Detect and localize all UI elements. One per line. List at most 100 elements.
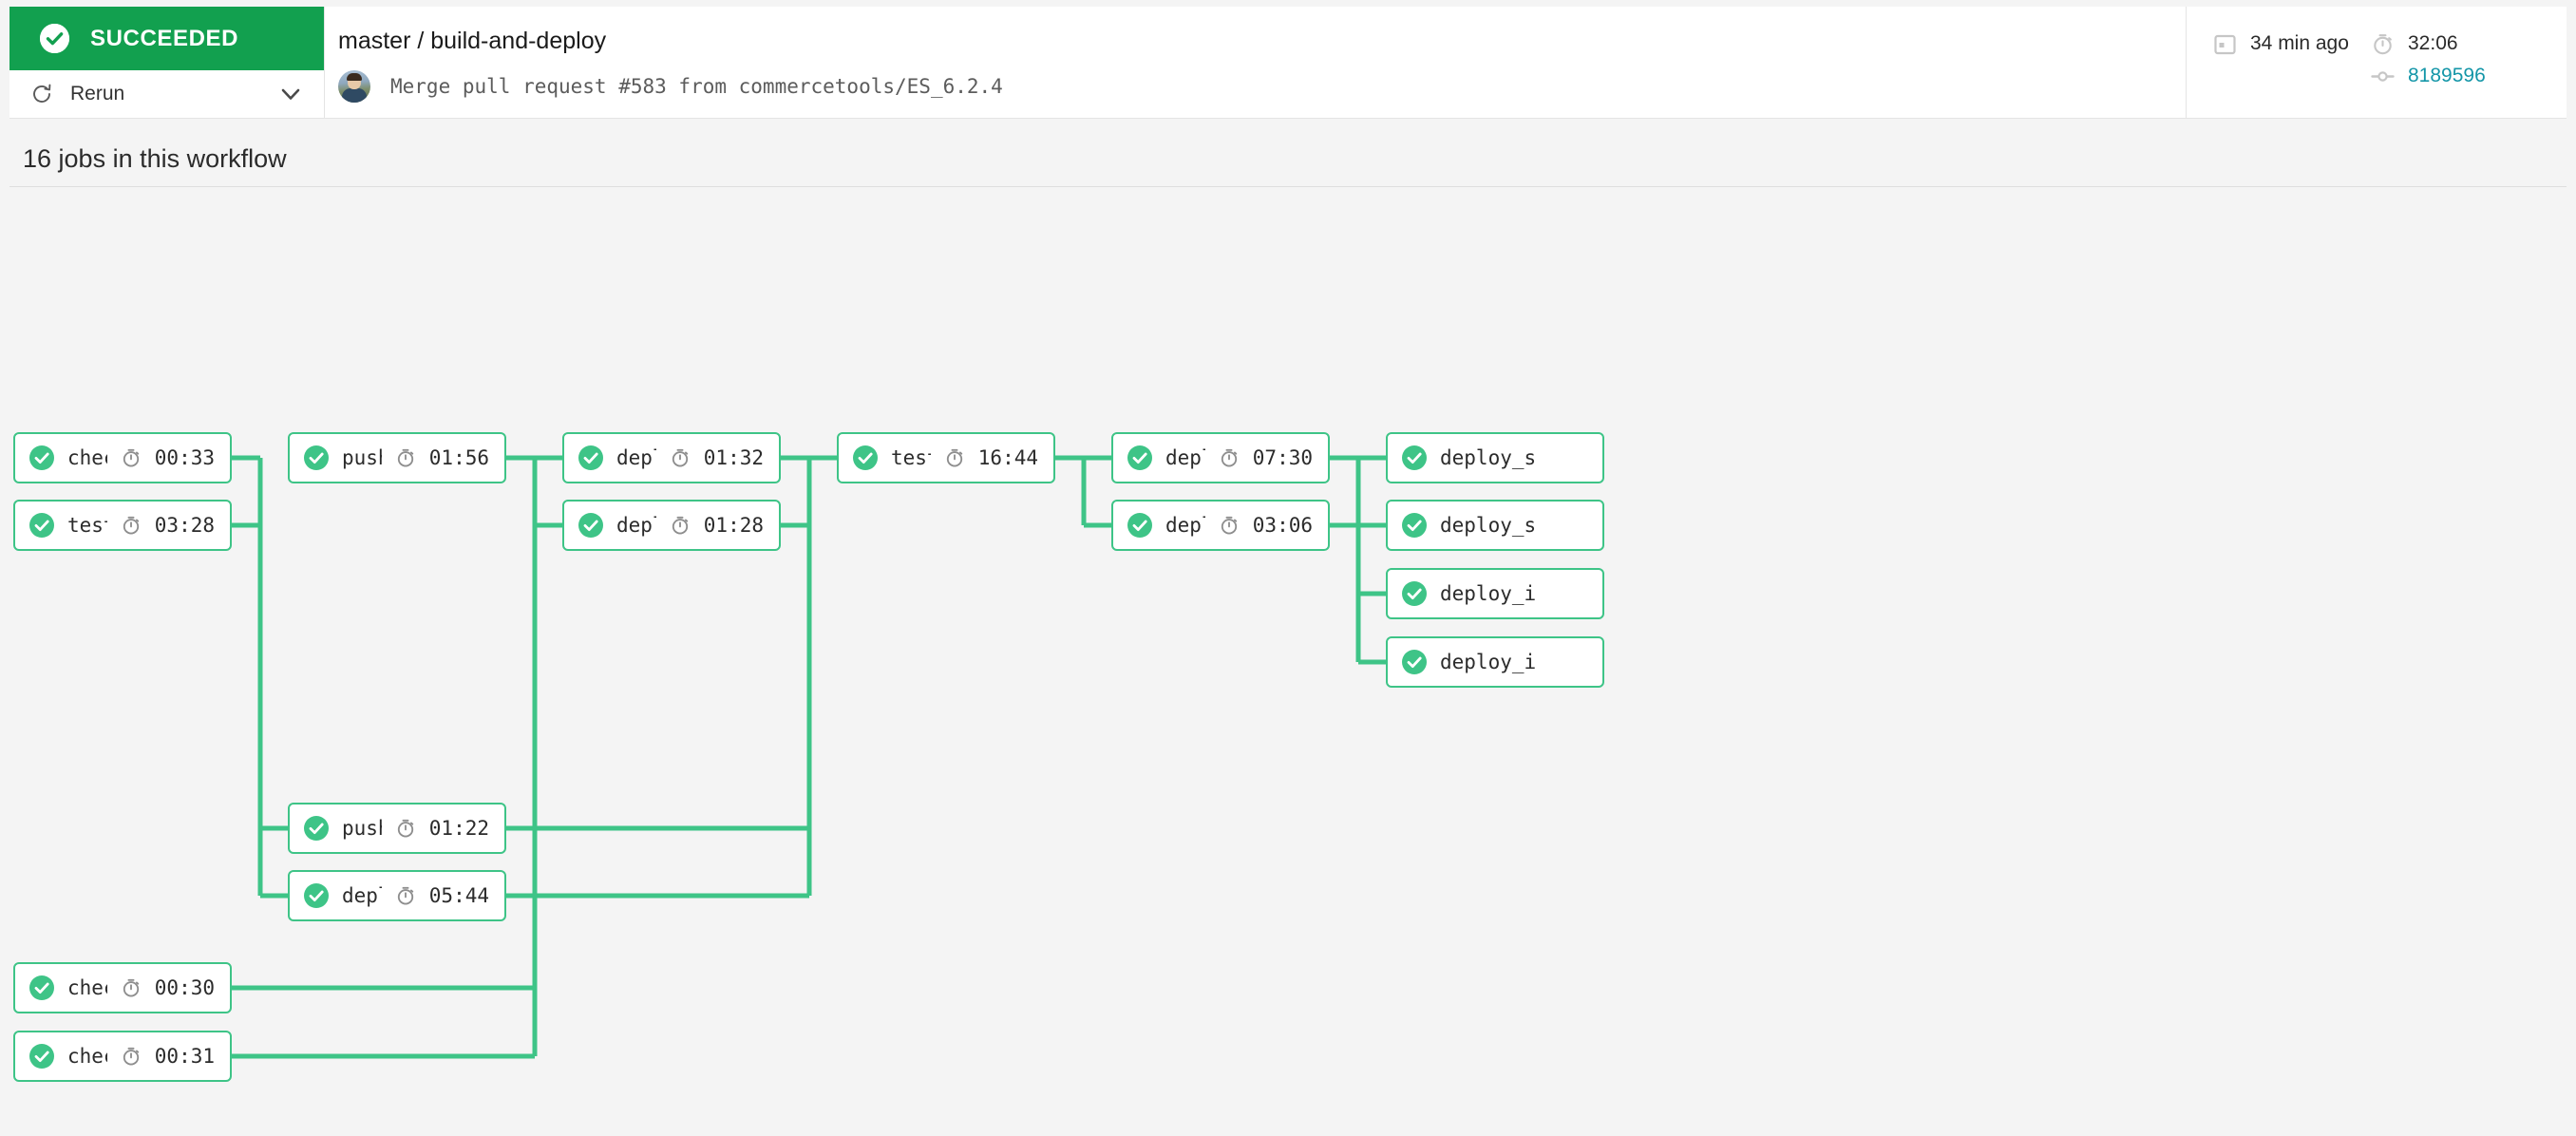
job-duration: 00:30 (154, 976, 215, 999)
job-label: tests_on_sta… (891, 446, 931, 469)
stopwatch-icon (944, 447, 965, 468)
status-label: SUCCEEDED (90, 25, 239, 51)
check-circle-icon (304, 816, 329, 841)
job-node-deploy_search_b[interactable]: deploy_s (1386, 500, 1604, 551)
job-node-deploy_indexer_a[interactable]: deploy_i (1386, 568, 1604, 619)
status-banner: SUCCEEDED (9, 7, 324, 71)
job-duration: 01:56 (428, 446, 489, 469)
job-node-deploy_search_a[interactable]: deploy_s (1386, 432, 1604, 483)
job-label: deploy_elast… (1165, 446, 1205, 469)
job-duration: 00:33 (154, 446, 215, 469)
job-label: push_test_do… (342, 817, 382, 840)
check-circle-icon (304, 883, 329, 908)
meta-column: 34 min ago 32:06 (2187, 7, 2567, 118)
job-label: deploy_s (1440, 446, 1537, 469)
stopwatch-icon (395, 818, 416, 839)
check-circle-icon (29, 1044, 54, 1069)
stopwatch-icon (121, 1046, 142, 1067)
job-node-push_docker[interactable]: push_docker_… 01:56 (288, 432, 506, 483)
check-circle-icon (29, 445, 54, 470)
check-circle-icon (853, 445, 878, 470)
date-text: 34 min ago (2250, 32, 2349, 54)
stopwatch-icon (395, 885, 416, 906)
job-label: check_search… (67, 976, 107, 999)
job-node-tests_and_prepare[interactable]: tests_and_pr… 03:28 (13, 500, 232, 551)
status-column: SUCCEEDED Rerun (9, 7, 325, 118)
stopwatch-icon (670, 447, 691, 468)
stopwatch-icon (670, 515, 691, 536)
check-circle-icon (1127, 513, 1152, 538)
job-duration: 07:30 (1252, 446, 1313, 469)
stopwatch-icon (2371, 32, 2395, 56)
job-duration: 05:44 (428, 884, 489, 907)
job-duration: 01:22 (428, 817, 489, 840)
workflow-header: SUCCEEDED Rerun master / build-and- (9, 7, 2567, 119)
check-circle-icon (578, 445, 603, 470)
job-node-deploy_indexer_b[interactable]: deploy_i (1386, 636, 1604, 688)
check-circle-icon (29, 513, 54, 538)
duration-cell: 32:06 (2371, 32, 2458, 56)
commit-cell: 8189596 (2371, 65, 2486, 88)
job-node-deploy_elastic_a[interactable]: deploy_elast… 07:30 (1111, 432, 1330, 483)
branch-workflow-title[interactable]: master / build-and-deploy (338, 28, 607, 54)
job-label: deploy_elast… (342, 884, 382, 907)
job-node-deploy_elastic_b[interactable]: deploy_elast… 03:06 (1111, 500, 1330, 551)
job-duration: 01:28 (703, 514, 764, 537)
meta-row-primary: 34 min ago 32:06 (2213, 28, 2567, 60)
title-column: master / build-and-deploy Merge pull req… (325, 7, 2187, 118)
check-circle-icon (1127, 445, 1152, 470)
meta-row-secondary: 8189596 (2213, 60, 2567, 92)
stopwatch-icon (121, 447, 142, 468)
job-label: deploy_i (1440, 582, 1537, 605)
jobs-heading: 16 jobs in this workflow (23, 144, 287, 173)
job-node-deploy_search[interactable]: deploy_searc… 01:28 (562, 500, 781, 551)
check-circle-icon (1402, 513, 1427, 538)
job-node-tests_on_staging[interactable]: tests_on_sta… 16:44 (837, 432, 1055, 483)
check-circle-icon (1402, 581, 1427, 606)
header-divider (9, 186, 2567, 187)
check-circle-icon (304, 445, 329, 470)
job-label: check_indexe… (67, 1045, 107, 1068)
job-node-check_indexer[interactable]: check_indexe… 00:31 (13, 1031, 232, 1082)
job-label: deploy_s (1440, 514, 1537, 537)
check-circle-icon (29, 975, 54, 1000)
job-label: deploy_elast… (1165, 514, 1205, 537)
calendar-icon (2213, 32, 2237, 56)
duration-text: 32:06 (2408, 32, 2458, 54)
commit-node-icon (2371, 65, 2395, 88)
job-duration: 01:32 (703, 446, 764, 469)
stopwatch-icon (121, 977, 142, 998)
job-duration: 03:28 (154, 514, 215, 537)
check-circle-icon (1402, 650, 1427, 674)
job-node-deploy_elastic_mid[interactable]: deploy_elast… 05:44 (288, 870, 506, 921)
check-circle-icon (40, 24, 69, 54)
stopwatch-icon (395, 447, 416, 468)
stopwatch-icon (1219, 447, 1240, 468)
job-node-check_ES_health[interactable]: check_ES_hel… 00:33 (13, 432, 232, 483)
rerun-button[interactable]: Rerun (9, 70, 324, 118)
job-label: deploy_searc… (616, 514, 656, 537)
stopwatch-icon (121, 515, 142, 536)
job-node-check_search[interactable]: check_search… 00:30 (13, 962, 232, 1013)
job-label: deploy_index… (616, 446, 656, 469)
rerun-label: Rerun (70, 83, 125, 105)
date-cell: 34 min ago (2213, 32, 2358, 56)
job-label: tests_and_pr… (67, 514, 107, 537)
job-node-deploy_indexer[interactable]: deploy_index… 01:32 (562, 432, 781, 483)
commit-row: Merge pull request #583 from commercetoo… (338, 70, 2186, 103)
commit-hash-link[interactable]: 8189596 (2408, 65, 2486, 86)
job-node-push_test_docker[interactable]: push_test_do… 01:22 (288, 803, 506, 854)
job-label: deploy_i (1440, 651, 1537, 673)
job-duration: 00:31 (154, 1045, 215, 1068)
check-circle-icon (578, 513, 603, 538)
rerun-icon (30, 83, 53, 105)
job-label: push_docker_… (342, 446, 382, 469)
stopwatch-icon (1219, 515, 1240, 536)
check-circle-icon (1402, 445, 1427, 470)
chevron-down-icon[interactable] (278, 82, 303, 106)
avatar (338, 70, 370, 103)
job-duration: 16:44 (977, 446, 1038, 469)
